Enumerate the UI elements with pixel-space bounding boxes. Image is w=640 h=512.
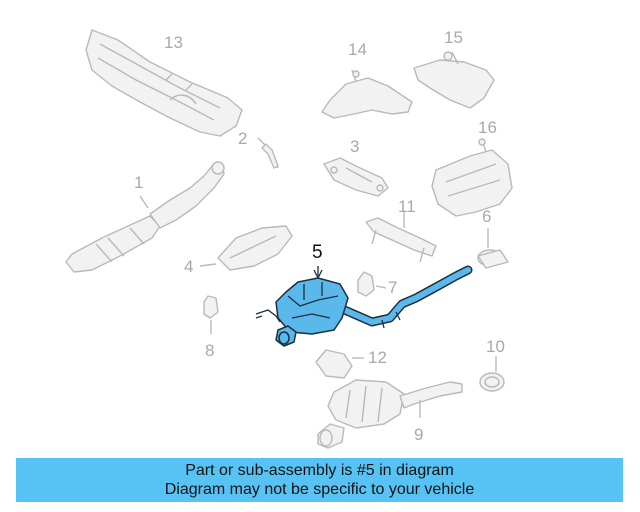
callout-13[interactable]: 13 [164,33,183,52]
part-11-bracket[interactable] [365,212,437,263]
part-1-catalytic-converter[interactable] [65,161,225,273]
part-14-bracket[interactable] [321,69,413,119]
exhaust-parts-diagram: 13 2 14 15 3 16 1 [65,28,513,449]
callout-3[interactable]: 3 [350,137,359,156]
callout-10[interactable]: 10 [486,337,505,356]
callout-1[interactable]: 1 [134,173,143,192]
part-6-clamp[interactable] [477,228,509,269]
part-3-gasket[interactable] [323,157,389,197]
part-12-bracket[interactable] [315,349,364,379]
callout-7[interactable]: 7 [388,278,397,297]
callout-9[interactable]: 9 [414,425,423,444]
part-2-gasket[interactable] [257,137,279,169]
part-10-clamp[interactable] [479,356,505,392]
part-7-hanger[interactable] [357,271,387,297]
callout-5[interactable]: 5 [312,242,323,263]
part-16-heat-shield[interactable] [431,138,513,217]
callout-2[interactable]: 2 [238,129,247,148]
part-13-heat-shield[interactable] [85,29,243,137]
part-8-hanger[interactable] [203,295,219,334]
part-5-center-muffler[interactable] [255,265,473,347]
banner-line-2: Diagram may not be specific to your vehi… [164,481,475,498]
callout-4[interactable]: 4 [184,257,193,276]
callout-11[interactable]: 11 [398,197,416,216]
callout-15[interactable]: 15 [444,28,463,47]
part-4-gasket[interactable] [199,225,293,271]
diagram-notice-banner: Part or sub-assembly is #5 in diagram Di… [16,458,623,502]
part-9-rear-muffler[interactable] [317,379,463,449]
callout-12[interactable]: 12 [368,348,387,367]
callout-6[interactable]: 6 [482,207,491,226]
callout-14[interactable]: 14 [348,40,367,59]
part-15-bracket[interactable] [413,51,495,109]
banner-line-1: Part or sub-assembly is #5 in diagram [185,462,454,479]
callout-16[interactable]: 16 [478,118,497,137]
callout-8[interactable]: 8 [205,341,214,360]
